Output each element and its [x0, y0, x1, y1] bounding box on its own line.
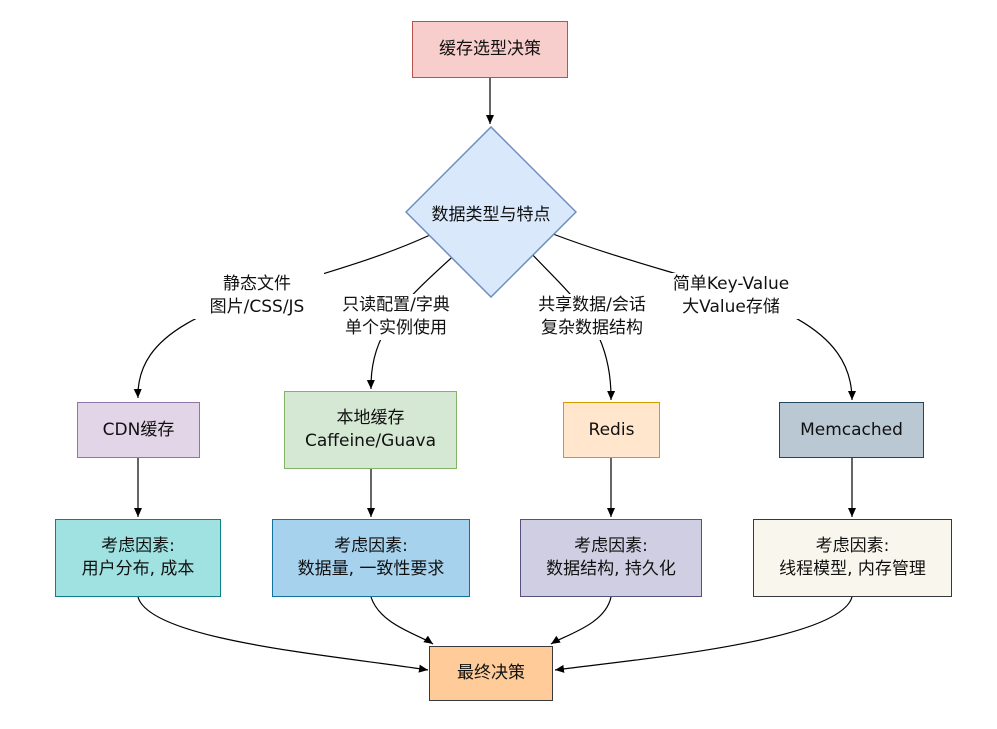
- option-cdn-node: CDN缓存: [77, 402, 200, 458]
- condition-label-cdn: 静态文件 图片/CSS/JS: [190, 273, 324, 319]
- factors-memcached-node: 考虑因素: 线程模型, 内存管理: [753, 519, 952, 597]
- decision-diamond: [405, 126, 577, 298]
- condition-label-memcached: 简单Key-Value 大Value存储: [655, 273, 807, 319]
- decision-text: 数据类型与特点: [431, 205, 551, 225]
- edge-factors1-to-final: [137, 596, 429, 673]
- factors-cdn-node: 考虑因素: 用户分布, 成本: [55, 519, 221, 597]
- edge-factors2-to-final: [370, 596, 434, 645]
- edge-factors3-to-final: [550, 596, 612, 645]
- option-redis-node: Redis: [563, 402, 660, 458]
- option-local-cache-node: 本地缓存 Caffeine/Guava: [284, 391, 457, 469]
- edge-factors4-to-final: [554, 596, 853, 673]
- condition-label-local: 只读配置/字典 单个实例使用: [326, 294, 466, 340]
- option-memcached-node: Memcached: [779, 402, 924, 458]
- title-node: 缓存选型决策: [412, 21, 568, 78]
- final-decision-node: 最终决策: [429, 646, 553, 701]
- condition-label-redis: 共享数据/会话 复杂数据结构: [522, 294, 662, 340]
- title-text: 缓存选型决策: [439, 39, 541, 59]
- factors-redis-node: 考虑因素: 数据结构, 持久化: [520, 519, 702, 597]
- factors-local-cache-node: 考虑因素: 数据量, 一致性要求: [272, 519, 470, 597]
